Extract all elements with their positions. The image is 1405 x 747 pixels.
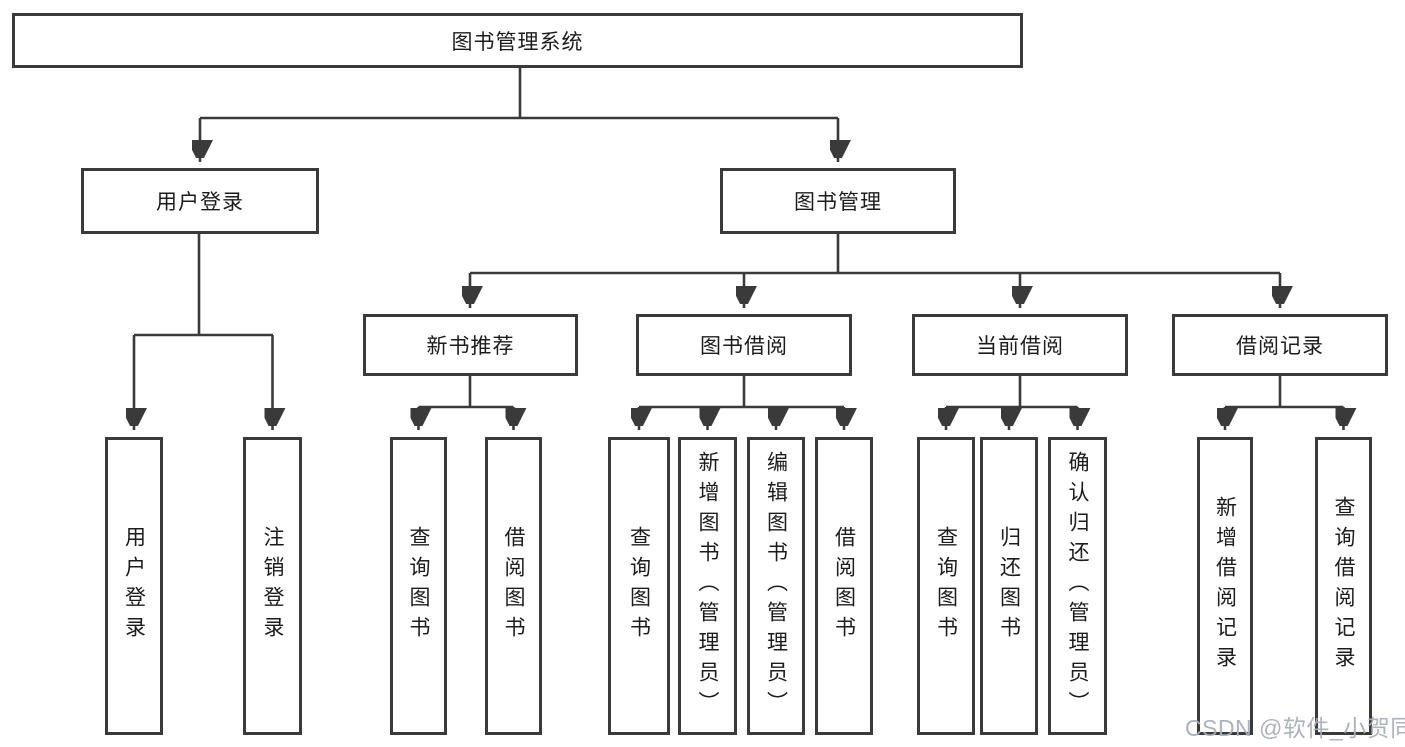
- node-new-book-recommend: 新书推荐: [363, 314, 578, 376]
- leaf-logout: 注销登录: [243, 437, 302, 735]
- leaf-label: 确认归还（管理员）: [1066, 451, 1090, 721]
- leaf-label: 借阅图书: [832, 526, 856, 646]
- leaf-confirm-return-admin: 确认归还（管理员）: [1048, 437, 1107, 735]
- leaf-label: 查询图书: [407, 526, 431, 646]
- node-current-borrowing: 当前借阅: [912, 314, 1128, 376]
- leaf-add-books-admin: 新增图书（管理员）: [678, 437, 737, 735]
- node-borrowing-records: 借阅记录: [1172, 314, 1388, 376]
- node-book-management: 图书管理: [720, 168, 956, 234]
- leaf-query-borrow-record: 查询借阅记录: [1315, 437, 1372, 735]
- leaf-query-books-current: 查询图书: [917, 437, 975, 735]
- leaf-label: 查询图书: [934, 526, 958, 646]
- csdn-watermark: CSDN @软件_小贺同学: [1185, 715, 1405, 741]
- leaf-query-books-borrowing: 查询图书: [608, 437, 670, 735]
- leaf-label: 注销登录: [261, 526, 285, 646]
- leaf-label: 用户登录: [122, 526, 146, 646]
- leaf-label: 查询借阅记录: [1332, 496, 1356, 676]
- leaf-label: 查询图书: [627, 526, 651, 646]
- leaf-borrow-books-borrowing: 借阅图书: [815, 437, 873, 735]
- leaf-user-login: 用户登录: [105, 437, 163, 735]
- leaf-label: 归还图书: [997, 526, 1021, 646]
- node-user-login: 用户登录: [81, 168, 319, 234]
- node-book-borrowing: 图书借阅: [636, 314, 852, 376]
- node-library-system: 图书管理系统: [12, 13, 1023, 68]
- leaf-borrow-books-recommend: 借阅图书: [485, 437, 542, 735]
- leaf-return-books: 归还图书: [980, 437, 1038, 735]
- leaf-label: 新增图书（管理员）: [696, 451, 720, 721]
- leaf-label: 编辑图书（管理员）: [764, 451, 788, 721]
- leaf-query-books-recommend: 查询图书: [390, 437, 447, 735]
- leaf-label: 新增借阅记录: [1213, 496, 1237, 676]
- leaf-label: 借阅图书: [502, 526, 526, 646]
- leaf-edit-books-admin: 编辑图书（管理员）: [747, 437, 805, 735]
- leaf-add-borrow-record: 新增借阅记录: [1197, 437, 1253, 735]
